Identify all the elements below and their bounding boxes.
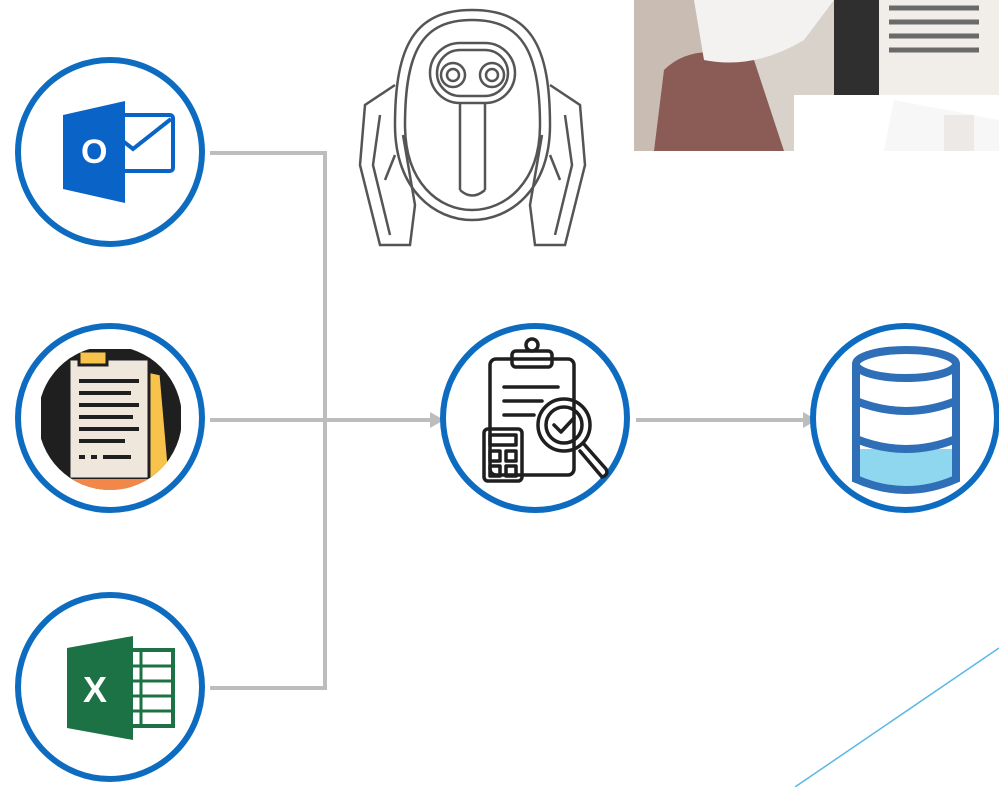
- database-node[interactable]: [810, 323, 999, 513]
- clipboard-analysis-icon: [482, 337, 609, 483]
- office-worker-photo: [634, 0, 999, 151]
- process-node[interactable]: [440, 323, 630, 513]
- connector-outlook: [210, 151, 327, 420]
- excel-icon: X: [67, 636, 175, 740]
- outlook-icon: O: [63, 101, 175, 203]
- robot-icon: [355, 5, 590, 255]
- documents-icon: [38, 346, 182, 490]
- documents-node[interactable]: [15, 323, 205, 513]
- excel-node[interactable]: X: [15, 592, 205, 782]
- outlook-letter: O: [81, 133, 107, 171]
- arrow-head-to-process: [430, 412, 444, 428]
- outlook-node[interactable]: O: [15, 57, 205, 247]
- decorative-accent-line: [794, 647, 999, 787]
- connector-excel: [210, 420, 327, 690]
- database-icon: [852, 346, 960, 494]
- excel-letter: X: [83, 669, 107, 710]
